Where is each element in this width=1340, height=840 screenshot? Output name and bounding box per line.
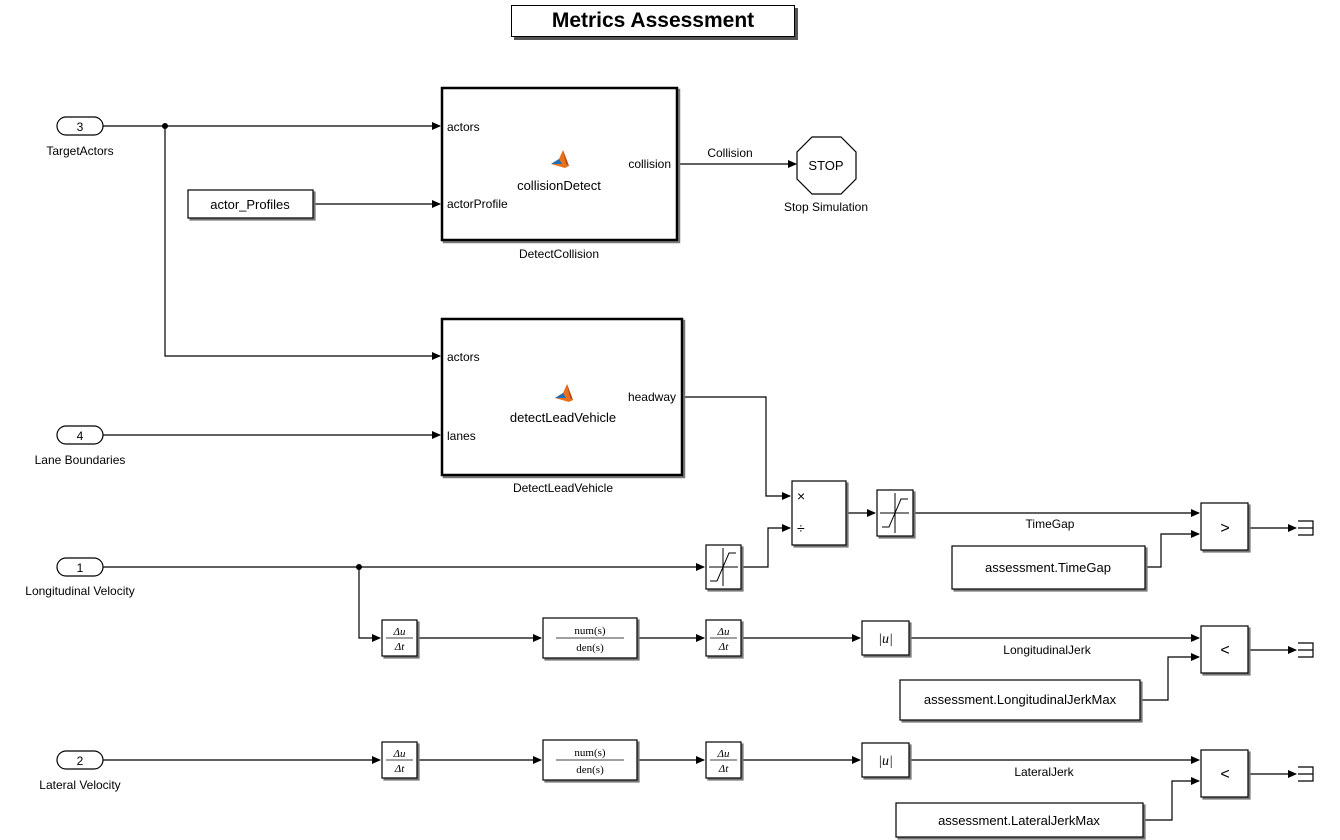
transfer-fcn-block-1[interactable]: num(s) den(s) [542,617,638,659]
constant-assessment-lat-jerk-max[interactable]: assessment.LateralJerkMax [895,802,1144,838]
svg-text:Lateral Velocity: Lateral Velocity [39,778,120,792]
svg-text:Δu: Δu [717,626,730,638]
saturation-block-timegap[interactable] [876,489,914,537]
svg-text:Δu: Δu [393,626,406,638]
svg-text:assessment.LongitudinalJerkMax: assessment.LongitudinalJerkMax [924,692,1117,707]
multiply-sign: × [797,488,805,504]
port-collision: collision [628,157,671,171]
port-actor-profile: actorProfile [447,197,508,211]
svg-text:Δu: Δu [717,748,730,760]
inport-longitudinal-velocity[interactable]: 1 Longitudinal Velocity [25,557,135,598]
svg-text:<: < [1220,766,1229,783]
svg-text:2: 2 [77,754,84,768]
subsystem-label-detect-collision: DetectCollision [519,247,599,261]
function-name-collision: collisionDetect [517,178,601,193]
derivative-block-3[interactable]: Δu Δt [381,741,418,779]
subsystem-detect-collision[interactable]: actors actorProfile collision collisionD… [440,86,679,242]
saturation-block-velocity[interactable] [705,544,742,590]
svg-text:assessment.TimeGap: assessment.TimeGap [985,560,1111,575]
function-name-lead: detectLeadVehicle [510,410,616,425]
signal-label-timegap: TimeGap [1026,517,1075,531]
relational-operator-greater[interactable]: > [1200,502,1249,551]
inport-lateral-velocity[interactable]: 2 Lateral Velocity [39,750,121,792]
diagram-title: Metrics Assessment [511,5,795,37]
product-block[interactable]: × ÷ [791,480,847,546]
svg-text:4: 4 [77,429,84,443]
terminator-icon [1298,642,1314,658]
subsystem-detect-lead-vehicle[interactable]: actors lanes headway detectLeadVehicle [440,317,684,477]
derivative-block-4[interactable]: Δu Δt [705,741,742,779]
svg-text:Δu: Δu [393,748,406,760]
stop-simulation-block[interactable]: STOP [796,136,857,195]
svg-text:num(s): num(s) [574,625,606,637]
svg-text:assessment.LateralJerkMax: assessment.LateralJerkMax [938,813,1100,828]
svg-text:Longitudinal Velocity: Longitudinal Velocity [25,584,134,598]
svg-text:num(s): num(s) [574,747,606,759]
svg-text:Lane Boundaries: Lane Boundaries [35,453,126,467]
derivative-block-1[interactable]: Δu Δt [381,619,418,657]
svg-text:|u|: |u| [878,754,893,769]
derivative-block-2[interactable]: Δu Δt [705,619,742,657]
svg-text:Δt: Δt [718,763,729,775]
svg-text:den(s): den(s) [576,764,604,776]
branch-point-target-actors [162,123,168,129]
port-actors: actors [447,350,480,364]
svg-text:3: 3 [77,120,84,134]
relational-operator-less-longitudinal[interactable]: < [1200,625,1249,674]
signal-target-actors-branch [164,126,441,360]
svg-text:|u|: |u| [878,632,893,647]
constant-assessment-long-jerk-max[interactable]: assessment.LongitudinalJerkMax [899,679,1141,721]
branch-point-long-velocity [356,564,362,570]
port-lanes: lanes [447,429,476,443]
svg-text:TargetActors: TargetActors [46,144,113,158]
port-actors: actors [447,120,480,134]
signal-label-longitudinal-jerk: LongitudinalJerk [1003,643,1091,657]
signal-long-velocity-branch [358,567,381,642]
svg-text:Δt: Δt [394,641,405,653]
signal-const-timegap [1145,530,1200,568]
svg-text:den(s): den(s) [576,642,604,654]
port-headway: headway [628,390,676,404]
constant-assessment-timegap[interactable]: assessment.TimeGap [951,545,1146,590]
signal-const-latjerk [1143,777,1200,821]
transfer-fcn-block-2[interactable]: num(s) den(s) [542,739,638,781]
svg-text:Δt: Δt [718,641,729,653]
signal-headway [682,396,791,500]
terminator-icon [1298,520,1314,536]
signal-sat2-to-divide [741,524,791,568]
svg-text:1: 1 [77,561,84,575]
abs-block-2[interactable]: |u| [861,742,910,778]
svg-text:actor_Profiles: actor_Profiles [210,197,290,212]
inport-lane-boundaries[interactable]: 4 Lane Boundaries [35,425,126,467]
signal-label-collision: Collision [707,146,752,160]
stop-simulation-label: Stop Simulation [784,200,868,214]
subsystem-label-detect-lead-vehicle: DetectLeadVehicle [513,481,613,495]
terminator-icon [1298,766,1314,782]
svg-text:>: > [1220,520,1229,537]
constant-actor-profiles[interactable]: actor_Profiles [187,189,314,219]
relational-operator-less-lateral[interactable]: < [1200,749,1249,798]
svg-text:STOP: STOP [808,158,843,173]
abs-block-1[interactable]: |u| [861,620,910,656]
inport-target-actors[interactable]: 3 TargetActors [46,116,114,158]
divide-sign: ÷ [797,520,805,536]
svg-text:Δt: Δt [394,763,405,775]
signal-label-lateral-jerk: LateralJerk [1014,765,1074,779]
svg-text:<: < [1220,642,1229,659]
signal-const-longjerk [1140,653,1200,701]
